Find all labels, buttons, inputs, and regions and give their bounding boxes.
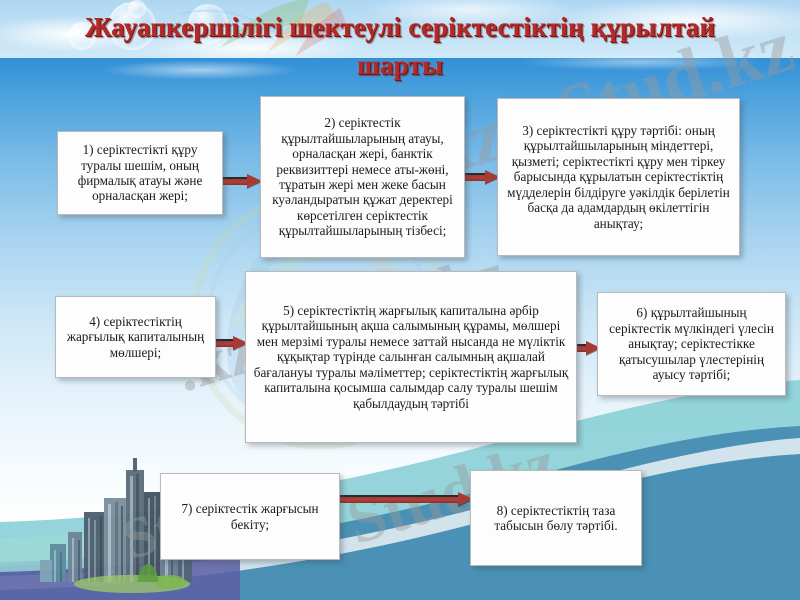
flow-box-3-text: 3) серіктестікті құру тәртібі: оның құры…	[507, 122, 730, 231]
flow-box-4-text: 4) серіктестіктің жарғылық капиталының м…	[66, 313, 205, 360]
flow-box-1-text: 1) серіктестікті құру туралы шешім, оның…	[77, 142, 203, 204]
flow-box-4: 4) серіктестіктің жарғылық капиталының м…	[55, 296, 216, 378]
flow-box-7: 7) серіктестік жарғысын бекіту;	[160, 473, 340, 560]
flow-box-5-text: 5) серіктестіктің жарғылық капиталына әр…	[253, 302, 569, 411]
flow-box-7-text: 7) серіктестік жарғысын бекіту;	[181, 501, 319, 532]
flow-box-5: 5) серіктестіктің жарғылық капиталына әр…	[245, 271, 577, 443]
flow-box-8-text: 8) серіктестіктің таза табысын бөлу тәрт…	[494, 502, 618, 533]
flow-box-8: 8) серіктестіктің таза табысын бөлу тәрт…	[470, 470, 642, 566]
flow-box-6: 6) құрылтайшының серіктестік мүлкіндегі …	[597, 292, 786, 396]
flow-box-6-text: 6) құрылтайшының серіктестік мүлкіндегі …	[609, 305, 774, 383]
flow-box-3: 3) серіктестікті құру тәртібі: оның құры…	[497, 98, 740, 256]
flow-box-1: 1) серіктестікті құру туралы шешім, оның…	[57, 131, 223, 215]
flow-box-2-text: 2) серіктестік құрылтайшыларының атауы, …	[272, 115, 453, 239]
flow-box-2: 2) серіктестік құрылтайшыларының атауы, …	[260, 96, 465, 258]
page-title: Жауапкершілігі шектеулі серіктестіктің қ…	[84, 12, 716, 81]
